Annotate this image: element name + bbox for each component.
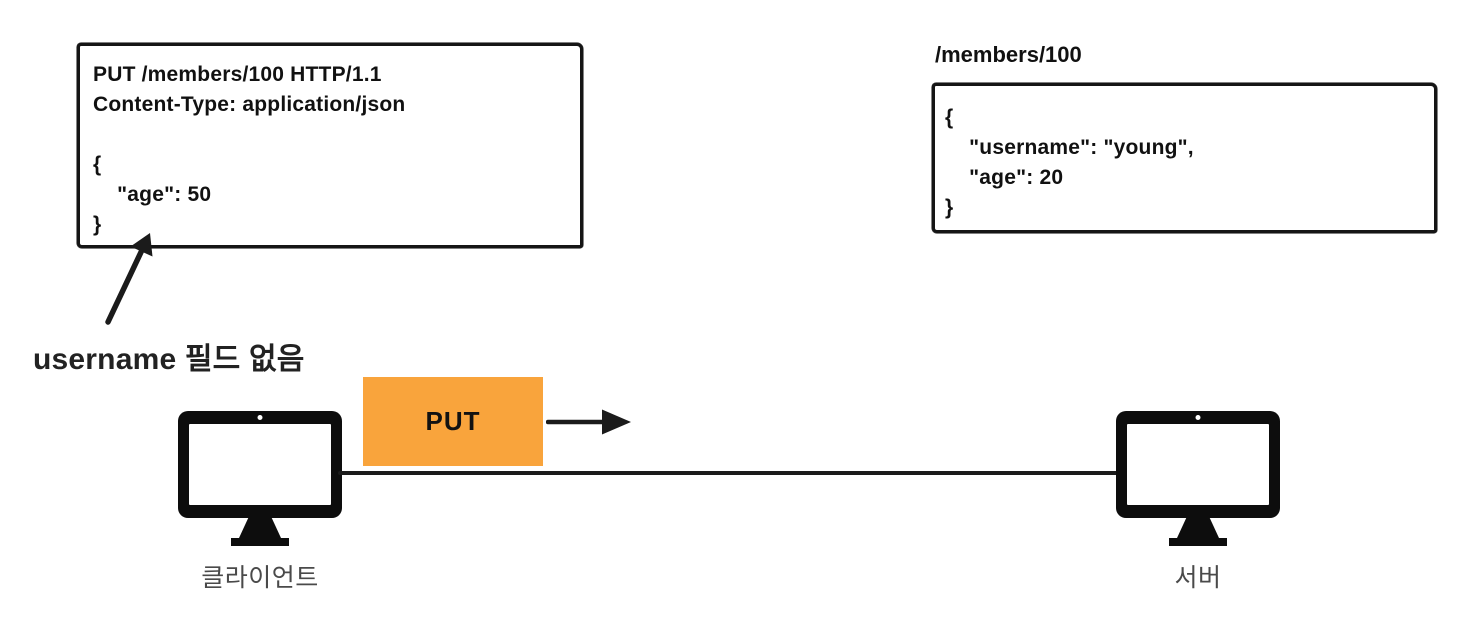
monitor-base: [1169, 538, 1227, 546]
server-resource-box: { "username": "young", "age": 20 }: [932, 83, 1437, 233]
json-username-field: "username": "young",: [945, 136, 1194, 159]
monitor-screen: [1127, 424, 1269, 505]
monitor-stand: [1177, 518, 1219, 538]
json-close-brace: }: [945, 196, 954, 219]
http-request-box: PUT /members/100 HTTP/1.1 Content-Type: …: [77, 43, 583, 248]
json-age-field: "age": 50: [93, 183, 212, 206]
monitor-bezel: [178, 411, 342, 518]
monitor-stand: [239, 518, 281, 538]
request-direction-arrow-icon: [546, 409, 631, 435]
http-method-label: PUT: [425, 406, 481, 436]
json-age-field: "age": 20: [945, 166, 1064, 189]
annotation-text: username 필드 없음: [33, 343, 305, 376]
client-label: 클라이언트: [201, 564, 319, 592]
json-close-brace: }: [93, 213, 102, 236]
put-message-box: PUT: [363, 377, 543, 466]
monitor-bezel: [1116, 411, 1280, 518]
json-open-brace: {: [945, 106, 954, 129]
connection-line: [338, 471, 1119, 475]
content-type-header: Content-Type: application/json: [93, 93, 406, 116]
server-monitor-icon: [1116, 411, 1280, 546]
request-line: PUT /members/100 HTTP/1.1: [93, 63, 382, 86]
json-open-brace: {: [93, 153, 102, 176]
resource-path-label: /members/100: [935, 42, 1082, 67]
webcam-dot: [257, 415, 263, 420]
monitor-screen: [189, 424, 331, 505]
webcam-dot: [1195, 415, 1201, 420]
server-label: 서버: [1174, 564, 1222, 592]
monitor-base: [231, 538, 289, 546]
client-monitor-icon: [178, 411, 342, 546]
blank-line: [93, 120, 580, 150]
annotation-arrow-icon: [105, 233, 153, 325]
